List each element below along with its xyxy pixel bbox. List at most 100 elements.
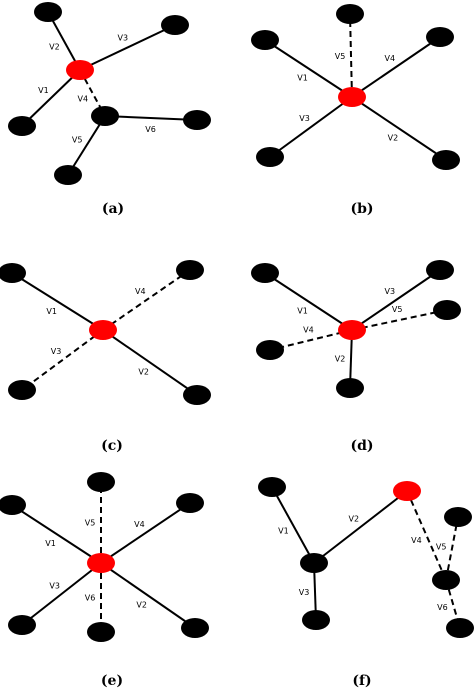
node [34, 2, 62, 22]
edge-label-v6: V6 [85, 594, 96, 603]
edge-label-v4: V4 [134, 520, 145, 529]
node [54, 165, 82, 185]
node [0, 263, 26, 283]
edge-v4 [100, 502, 191, 564]
node [432, 150, 460, 170]
node [0, 495, 26, 515]
edge-label-v5: V5 [85, 519, 96, 528]
edge-v2 [351, 96, 447, 161]
edge-label-v3: V3 [49, 581, 60, 590]
edge-v2 [102, 329, 198, 396]
node [8, 380, 36, 400]
edge-v4 [269, 329, 353, 351]
edge-v4 [102, 269, 191, 331]
edge-label-v2: V2 [349, 514, 360, 523]
edge-v3 [21, 562, 102, 626]
node [336, 378, 364, 398]
edge-v3 [351, 269, 441, 331]
node [433, 300, 461, 320]
edge-label-v4: V4 [411, 536, 422, 545]
node [183, 110, 211, 130]
edge-label-v5: V5 [392, 305, 403, 314]
edge-v5 [351, 309, 448, 331]
panel-label: (d) [350, 438, 373, 454]
edge-v2 [313, 490, 408, 564]
edge-v3 [269, 96, 353, 158]
node [87, 472, 115, 492]
edge-label-v5: V5 [436, 542, 447, 551]
edge-v2 [100, 562, 196, 629]
node [432, 570, 460, 590]
edge-label-v4: V4 [303, 325, 314, 334]
node [426, 260, 454, 280]
node [87, 622, 115, 642]
node [258, 477, 286, 497]
edge-label-v3: V3 [385, 287, 396, 296]
node [251, 30, 279, 50]
edge-v1 [11, 504, 102, 564]
node [336, 4, 364, 24]
edge-label-v4: V4 [78, 94, 89, 103]
edge-label-v1: V1 [46, 307, 57, 316]
panel-label: (e) [101, 673, 123, 689]
center-node [87, 553, 115, 573]
edge-v5 [445, 516, 459, 581]
edge-label-v3: V3 [51, 347, 62, 356]
edge-label-v5: V5 [72, 136, 83, 145]
edge-label-v2: V2 [136, 601, 147, 610]
panel-label: (a) [102, 201, 124, 217]
edge-label-v3: V3 [118, 34, 129, 43]
panel-label: (f) [352, 673, 371, 689]
edge-label-v2: V2 [335, 355, 346, 364]
center-node [89, 320, 117, 340]
node [444, 507, 472, 527]
edge-label-v1: V1 [278, 526, 289, 535]
edge-v1 [11, 272, 104, 331]
edge-v1 [264, 39, 353, 98]
edge-v5 [349, 13, 353, 98]
edge-v5 [67, 115, 106, 176]
edge-label-v6: V6 [145, 125, 156, 134]
edge-v4 [351, 36, 441, 98]
node [300, 553, 328, 573]
edge-label-v1: V1 [38, 86, 49, 95]
edge-label-v4: V4 [385, 54, 396, 63]
edge-label-v1: V1 [297, 307, 308, 316]
node [183, 385, 211, 405]
center-node [66, 60, 94, 80]
edge-label-v2: V2 [49, 42, 60, 51]
edge-label-v3: V3 [299, 588, 310, 597]
edge-v6 [104, 115, 198, 121]
node [251, 263, 279, 283]
node [91, 106, 119, 126]
node [161, 15, 189, 35]
panel-label: (b) [350, 201, 373, 217]
edge-label-v5: V5 [335, 52, 346, 61]
center-node [393, 481, 421, 501]
node [302, 610, 330, 630]
edge-label-v1: V1 [297, 74, 308, 83]
edge-v4 [406, 490, 447, 581]
edge-label-v4: V4 [135, 287, 146, 296]
node [256, 147, 284, 167]
center-node [338, 87, 366, 107]
edge-v3 [79, 24, 176, 71]
edge-v1 [21, 69, 81, 127]
edge-label-v3: V3 [299, 114, 310, 123]
panel-label: (c) [101, 438, 123, 454]
edge-v1 [271, 486, 315, 564]
node [256, 340, 284, 360]
edge-v2 [47, 11, 81, 71]
edge-label-v2: V2 [138, 368, 149, 377]
edge-v3 [21, 329, 104, 391]
node [8, 615, 36, 635]
node [181, 618, 209, 638]
node [176, 493, 204, 513]
node [8, 116, 36, 136]
